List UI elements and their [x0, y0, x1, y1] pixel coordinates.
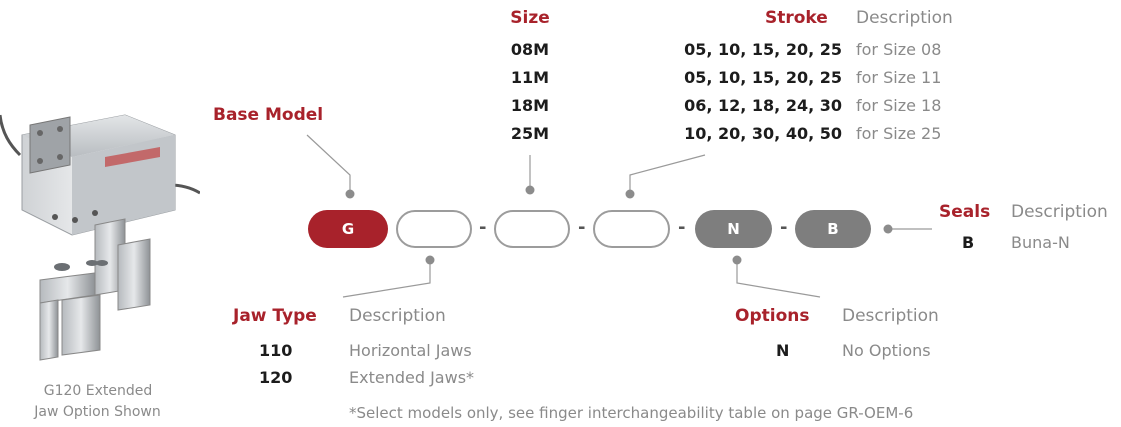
- callout-dot: [732, 255, 742, 265]
- callout-dot: [883, 224, 893, 234]
- seals-description: Buna-N: [1011, 233, 1070, 252]
- code-segment-jaw-type: [396, 210, 472, 248]
- options-header: Options: [735, 306, 810, 326]
- size-value: 18M: [510, 96, 550, 115]
- stroke-values: 05, 10, 15, 20, 25: [684, 68, 842, 87]
- jaw-type-header: Jaw Type: [233, 306, 317, 326]
- stroke-values: 05, 10, 15, 20, 25: [684, 40, 842, 59]
- size-value: 08M: [510, 40, 550, 59]
- stroke-description-header: Description: [856, 8, 953, 28]
- jaw-type-code: 110: [259, 341, 293, 360]
- seals-header: Seals: [939, 202, 991, 222]
- callout-dot: [345, 189, 355, 199]
- stroke-description: for Size 11: [856, 68, 942, 87]
- jaw-type-description: Horizontal Jaws: [349, 341, 472, 360]
- code-segment-size: [494, 210, 570, 248]
- callout-dot: [625, 189, 635, 199]
- size-value: 25M: [510, 124, 550, 143]
- callout-dot: [525, 185, 535, 195]
- stroke-values: 06, 12, 18, 24, 30: [684, 96, 842, 115]
- code-separator: -: [479, 217, 487, 238]
- options-description: No Options: [842, 341, 931, 360]
- gripper-product-image: [0, 114, 200, 361]
- stroke-header: Stroke: [765, 8, 828, 28]
- callout-dot: [425, 255, 435, 265]
- code-segment-options: N: [695, 210, 772, 248]
- image-caption-line2: Jaw Option Shown: [34, 404, 161, 420]
- seals-description-header: Description: [1011, 202, 1108, 222]
- code-segment-seals: B: [795, 210, 871, 248]
- code-separator: -: [780, 217, 788, 238]
- jaw-type-code: 120: [259, 368, 293, 387]
- size-header: Size: [510, 8, 550, 28]
- code-segment-stroke: [593, 210, 670, 248]
- seals-code: B: [962, 233, 975, 252]
- stroke-description: for Size 25: [856, 124, 942, 143]
- image-caption-line1: G120 Extended: [43, 383, 153, 399]
- size-value: 11M: [510, 68, 550, 87]
- options-description-header: Description: [842, 306, 939, 326]
- base-model-label: Base Model: [213, 105, 324, 125]
- stroke-description: for Size 08: [856, 40, 942, 59]
- code-separator: -: [578, 217, 586, 238]
- stroke-values: 10, 20, 30, 40, 50: [684, 124, 842, 143]
- footnote: *Select models only, see finger intercha…: [349, 404, 914, 422]
- code-separator: -: [678, 217, 686, 238]
- code-segment-base: G: [308, 210, 388, 248]
- jaw-type-description: Extended Jaws*: [349, 368, 475, 387]
- jaw-type-description-header: Description: [349, 306, 446, 326]
- stroke-description: for Size 18: [856, 96, 942, 115]
- options-code: N: [776, 341, 790, 360]
